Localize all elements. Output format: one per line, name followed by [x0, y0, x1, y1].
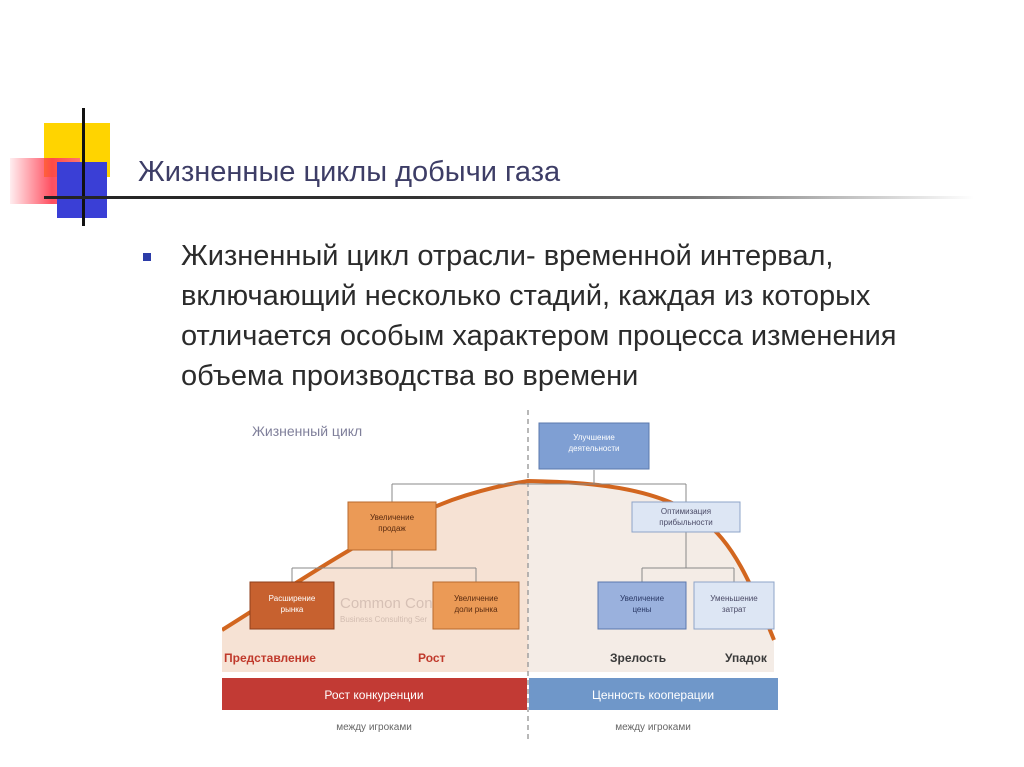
- between-players-left: между игроками: [336, 722, 412, 733]
- slide-title: Жизненные циклы добычи газа: [138, 156, 560, 189]
- stage-growth: Рост: [418, 651, 446, 665]
- between-players-right: между игроками: [615, 722, 691, 733]
- watermark-subtext: Business Consulting Ser: [340, 615, 427, 624]
- bar-competition-label: Рост конкуренции: [324, 688, 423, 702]
- stage-maturity: Зрелость: [610, 651, 666, 665]
- bullet-text: Жизненный цикл отрасли- временной интерв…: [181, 236, 1001, 396]
- stage-introduction: Представление: [224, 651, 316, 665]
- diagram-heading: Жизненный цикл: [252, 423, 362, 439]
- stage-decline: Упадок: [725, 651, 768, 665]
- bar-cooperation-label: Ценность кооперации: [592, 688, 714, 702]
- title-underline: [44, 196, 974, 199]
- bullet-marker: [143, 253, 151, 261]
- life-cycle-diagram: Жизненный цикл Common Consul Busine: [222, 410, 778, 740]
- decorative-vertical-line: [82, 108, 85, 226]
